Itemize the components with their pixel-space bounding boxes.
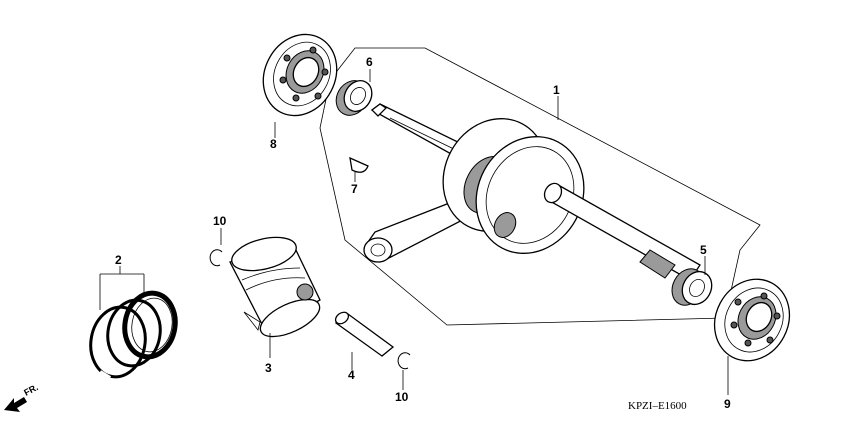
drawing-code: KPZI–E1600 [628, 400, 687, 412]
leader-lines [99, 69, 729, 395]
callout-7: 7 [351, 182, 358, 196]
assembly-boundary [319, 47, 761, 326]
callout-8: 8 [270, 137, 277, 151]
woodruff-key-7 [349, 156, 369, 173]
callout-10-upper: 10 [213, 214, 227, 228]
callout-6: 6 [366, 55, 373, 69]
bearing-9 [713, 278, 791, 362]
needle-bearing-5 [671, 268, 713, 306]
crankshaft-1 [363, 103, 701, 281]
callout-10-lower: 10 [395, 390, 409, 404]
callout-9: 9 [724, 397, 731, 411]
circlip-10-upper [209, 249, 223, 267]
piston-pin-4 [334, 311, 395, 357]
piston-3 [229, 236, 321, 338]
callout-1: 1 [553, 83, 560, 97]
callout-4: 4 [348, 368, 355, 382]
bearing-8 [262, 33, 338, 117]
callout-5: 5 [700, 243, 707, 257]
front-arrow-icon [4, 397, 27, 412]
piston-rings-2 [89, 290, 178, 380]
callout-2: 2 [115, 253, 122, 267]
needle-bearing-6 [335, 80, 373, 116]
circlip-10-lower [397, 352, 411, 370]
callout-3: 3 [265, 361, 272, 375]
front-direction-label: FR. [22, 382, 39, 398]
